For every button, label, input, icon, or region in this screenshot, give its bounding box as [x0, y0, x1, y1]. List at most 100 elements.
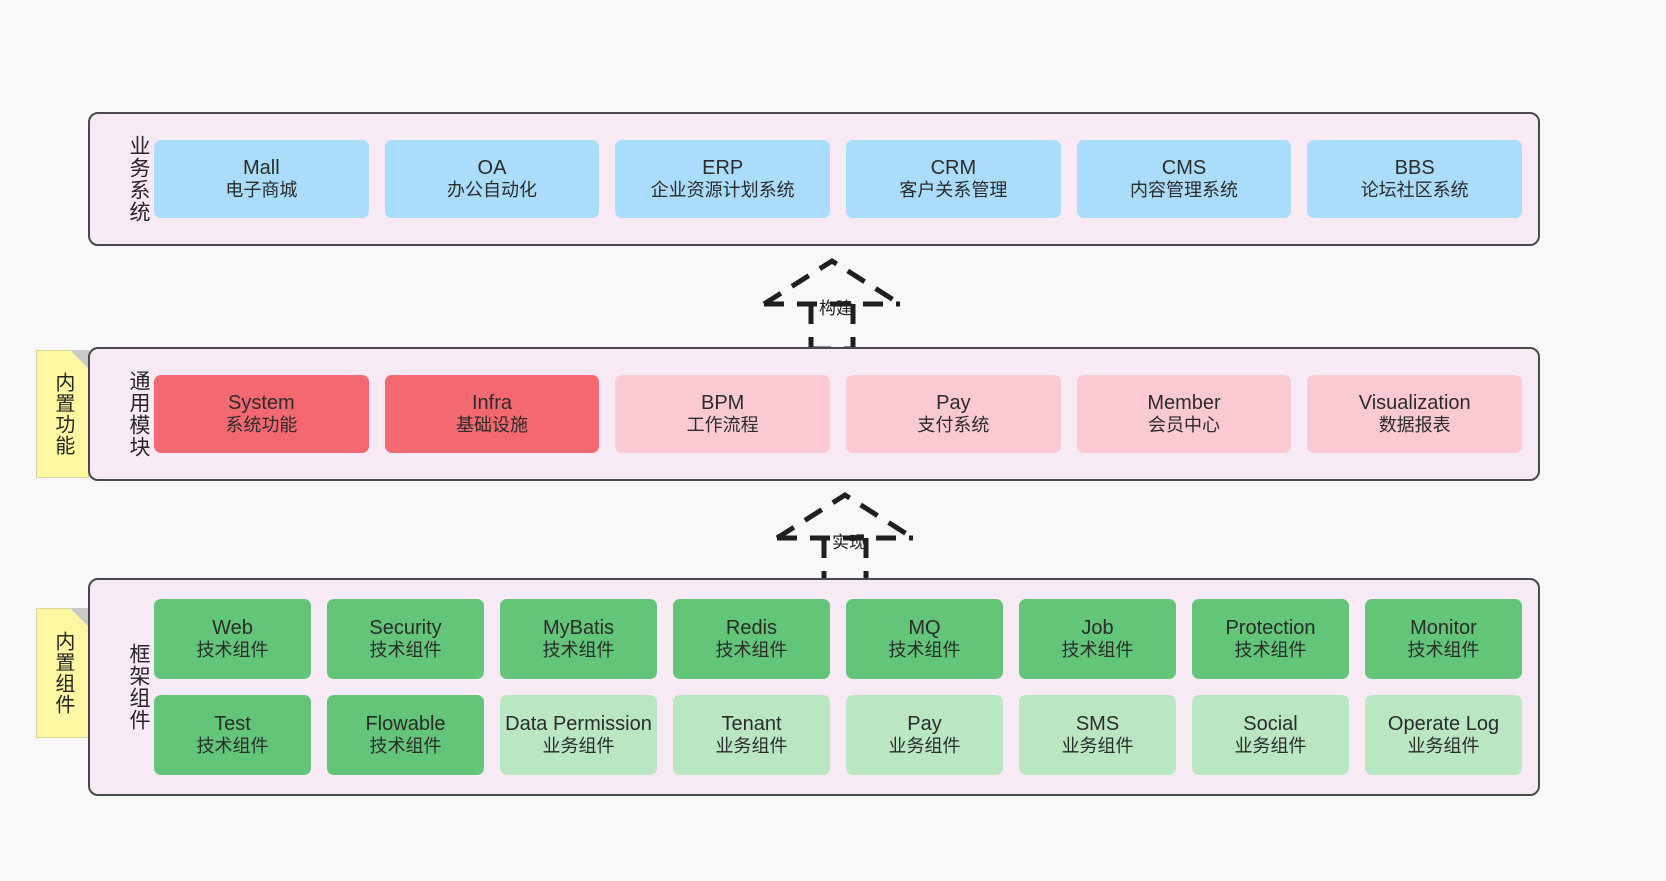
card-test[interactable]: Test 技术组件 — [154, 695, 311, 775]
card-title: BPM — [701, 391, 745, 414]
card-mall[interactable]: Mall 电子商城 — [154, 140, 369, 218]
card-title: Visualization — [1358, 391, 1471, 414]
card-sms[interactable]: SMS 业务组件 — [1019, 695, 1176, 775]
card-subtitle: 系统功能 — [225, 415, 298, 436]
card-title: Security — [369, 616, 442, 639]
card-title: Redis — [725, 616, 778, 639]
card-subtitle: 技术组件 — [542, 640, 615, 661]
card-subtitle: 客户关系管理 — [899, 180, 1008, 201]
panel-label-business-systems: 业务系统 — [127, 135, 150, 223]
card-member[interactable]: Member 会员中心 — [1076, 375, 1292, 453]
card-title: CRM — [930, 156, 977, 179]
card-data-permission[interactable]: Data Permission 业务组件 — [500, 695, 657, 775]
card-title: BBS — [1394, 156, 1435, 179]
connector-label-implement: 实现 — [832, 533, 866, 552]
card-erp[interactable]: ERP 企业资源计划系统 — [615, 140, 831, 218]
card-subtitle: 工作流程 — [686, 415, 759, 436]
card-oa[interactable]: OA 办公自动化 — [384, 140, 600, 218]
card-social[interactable]: Social 业务组件 — [1192, 695, 1349, 775]
card-grid-common-modules: System 系统功能 Infra 基础设施 BPM 工作流程 Pay 支付系统… — [150, 375, 1538, 453]
card-cms[interactable]: CMS 内容管理系统 — [1076, 140, 1292, 218]
card-subtitle: 业务组件 — [1407, 736, 1480, 757]
card-title: Infra — [471, 391, 513, 414]
card-visualization[interactable]: Visualization 数据报表 — [1307, 375, 1523, 453]
card-title: Data Permission — [505, 712, 652, 735]
card-subtitle: 技术组件 — [196, 640, 269, 661]
card-grid-framework-components: Web 技术组件 Security 技术组件 MyBatis 技术组件 Redi… — [150, 599, 1538, 775]
card-operate-log[interactable]: Operate Log 业务组件 — [1365, 695, 1522, 775]
card-subtitle: 技术组件 — [196, 736, 269, 757]
card-infra[interactable]: Infra 基础设施 — [384, 375, 600, 453]
card-protection[interactable]: Protection 技术组件 — [1192, 599, 1349, 679]
card-subtitle: 业务组件 — [1061, 736, 1134, 757]
card-subtitle: 内容管理系统 — [1130, 180, 1239, 201]
note-fold-corner-icon — [70, 350, 89, 369]
card-title: System — [227, 391, 295, 414]
card-row: Mall 电子商城 OA 办公自动化 ERP 企业资源计划系统 CRM 客户关系… — [154, 140, 1523, 218]
card-subtitle: 电子商城 — [225, 180, 298, 201]
card-subtitle: 技术组件 — [1407, 640, 1480, 661]
card-title: Protection — [1225, 616, 1316, 639]
card-title: Member — [1147, 391, 1221, 414]
card-title: Mall — [243, 156, 280, 179]
panel-common-modules: 通用模块 System 系统功能 Infra 基础设施 BPM 工作流程 Pay… — [88, 347, 1540, 481]
card-title: ERP — [702, 156, 744, 179]
card-bbs[interactable]: BBS 论坛社区系统 — [1307, 140, 1523, 218]
card-title: SMS — [1075, 712, 1120, 735]
card-title: Tenant — [721, 712, 782, 735]
connector-build: 构建 — [757, 256, 907, 352]
note-built-in-functions: 内置功能 — [36, 350, 89, 478]
note-fold-corner-icon — [70, 608, 89, 627]
card-security[interactable]: Security 技术组件 — [327, 599, 484, 679]
card-web[interactable]: Web 技术组件 — [154, 599, 311, 679]
card-subtitle: 技术组件 — [369, 736, 442, 757]
card-title: OA — [477, 156, 507, 179]
card-subtitle: 技术组件 — [888, 640, 961, 661]
card-subtitle: 技术组件 — [715, 640, 788, 661]
note-built-in-components: 内置组件 — [36, 608, 89, 738]
note-label: 内置组件 — [51, 631, 74, 715]
card-job[interactable]: Job 技术组件 — [1019, 599, 1176, 679]
card-subtitle: 业务组件 — [1234, 736, 1307, 757]
card-subtitle: 支付系统 — [917, 415, 990, 436]
card-title: Test — [214, 712, 251, 735]
card-title: Social — [1243, 712, 1298, 735]
card-row: System 系统功能 Infra 基础设施 BPM 工作流程 Pay 支付系统… — [154, 375, 1523, 453]
card-subtitle: 技术组件 — [1061, 640, 1134, 661]
panel-framework-components: 框架组件 Web 技术组件 Security 技术组件 MyBatis 技术组件… — [88, 578, 1540, 796]
card-title: MyBatis — [542, 616, 615, 639]
card-subtitle: 办公自动化 — [447, 180, 537, 201]
card-subtitle: 基础设施 — [456, 415, 528, 436]
card-flowable[interactable]: Flowable 技术组件 — [327, 695, 484, 775]
card-subtitle: 业务组件 — [542, 736, 615, 757]
card-redis[interactable]: Redis 技术组件 — [673, 599, 830, 679]
card-subtitle: 技术组件 — [369, 640, 442, 661]
card-title: Job — [1081, 616, 1114, 639]
card-title: Operate Log — [1387, 712, 1500, 735]
card-title: Monitor — [1410, 616, 1477, 639]
card-subtitle: 会员中心 — [1148, 415, 1221, 436]
card-monitor[interactable]: Monitor 技术组件 — [1365, 599, 1522, 679]
card-grid-business-systems: Mall 电子商城 OA 办公自动化 ERP 企业资源计划系统 CRM 客户关系… — [150, 140, 1538, 218]
card-bpm[interactable]: BPM 工作流程 — [615, 375, 831, 453]
card-pay-business[interactable]: Pay 业务组件 — [846, 695, 1003, 775]
card-system[interactable]: System 系统功能 — [154, 375, 369, 453]
card-title: Pay — [907, 712, 942, 735]
card-pay[interactable]: Pay 支付系统 — [846, 375, 1061, 453]
connector-implement: 实现 — [770, 490, 920, 586]
card-title: Web — [212, 616, 253, 639]
card-mq[interactable]: MQ 技术组件 — [846, 599, 1003, 679]
card-row: Test 技术组件 Flowable 技术组件 Data Permission … — [154, 695, 1522, 775]
panel-business-systems: 业务系统 Mall 电子商城 OA 办公自动化 ERP 企业资源计划系统 CRM… — [88, 112, 1540, 246]
card-subtitle: 论坛社区系统 — [1360, 180, 1469, 201]
card-subtitle: 业务组件 — [888, 736, 961, 757]
card-mybatis[interactable]: MyBatis 技术组件 — [500, 599, 657, 679]
card-tenant[interactable]: Tenant 业务组件 — [673, 695, 830, 775]
panel-label-framework-components: 框架组件 — [127, 643, 150, 731]
card-title: MQ — [908, 616, 941, 639]
panel-label-common-modules: 通用模块 — [127, 370, 150, 458]
card-subtitle: 数据报表 — [1378, 415, 1451, 436]
card-row: Web 技术组件 Security 技术组件 MyBatis 技术组件 Redi… — [154, 599, 1522, 679]
card-crm[interactable]: CRM 客户关系管理 — [846, 140, 1061, 218]
